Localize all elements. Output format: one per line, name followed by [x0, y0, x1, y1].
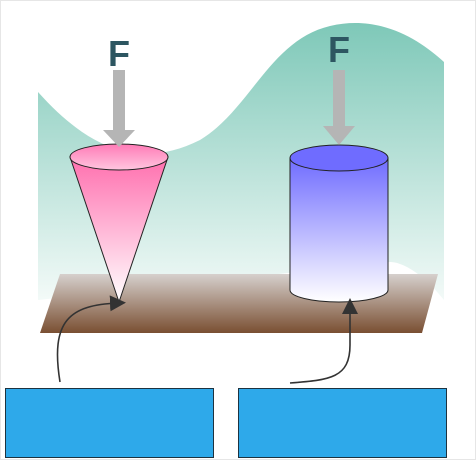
force-label-left: F	[108, 33, 130, 74]
pointer-arrow-right	[289, 298, 358, 384]
cone-indenter	[69, 143, 169, 304]
label-box-cone	[5, 388, 214, 458]
cylinder-indenter	[289, 144, 389, 303]
force-arrow-left	[103, 70, 135, 147]
pointer-arrow-left	[56, 295, 126, 383]
force-arrow-right	[323, 70, 355, 145]
label-box-cylinder	[238, 388, 447, 458]
force-label-right: F	[328, 29, 350, 70]
